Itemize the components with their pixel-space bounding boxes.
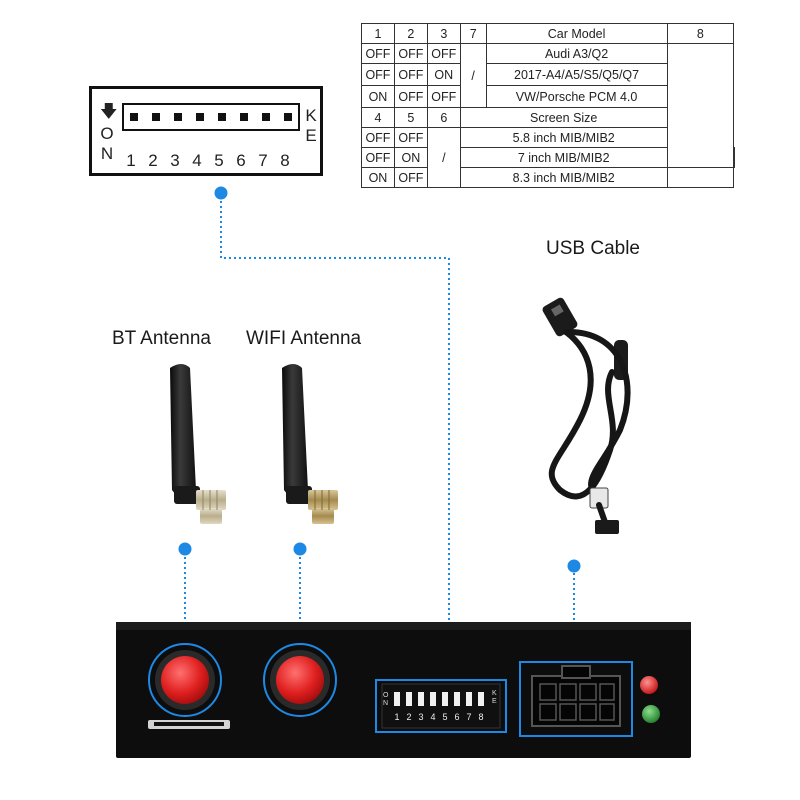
dip-number: 3 [170,151,180,170]
dip-slot-8 [284,113,292,121]
card-slot-opening [154,722,224,726]
dip-on-label-n: N [100,144,114,163]
cell: OFF [361,63,395,86]
dip-slot-2 [152,113,160,121]
dip-slot-3 [174,113,182,121]
dip-ke-label-k: K [305,106,317,125]
wifi-antenna-label: WIFI Antenna [246,328,362,349]
dip-ke-label-e: E [305,126,317,145]
dip-number: 6 [236,151,246,170]
header-cell: Screen Size [459,107,668,128]
cell: 2017-A4/A5/S5/Q5/Q7 [485,63,668,86]
device-dip-number: 5 [442,712,448,722]
device-dip-ke-label: KE [492,690,497,705]
bt-callout-dot [178,542,192,556]
bt-antenna-label: BT Antenna [112,328,211,349]
wifi-antenna-image [282,364,338,524]
device-connector [519,661,633,737]
cell: ON [426,63,461,86]
cell: / [459,43,487,108]
device-dip-switch [375,679,507,733]
dip-number: 2 [148,151,158,170]
cell: 7 inch MIB/MIB2 [459,147,668,168]
device-dip-number: 6 [454,712,460,722]
dip-switch-callout: 🡇 O N K E 1 2 3 4 5 6 7 8 [89,86,323,176]
device-dip-number: 7 [466,712,472,722]
callout-dots [178,186,581,573]
dip-number: 1 [126,151,136,170]
table-header-row: 4 5 6 Screen Size [361,107,735,128]
table-row: ON OFF 8.3 inch MIB/MIB2 [361,167,735,188]
cell-empty [666,167,735,188]
table-header-row: 1 2 3 7 Car Model 8 [361,23,735,44]
cell: Audi A3/Q2 [485,43,668,64]
car-model-table: 1 2 3 7 Car Model 8 OFF OFF OFF / Audi A… [361,23,735,188]
dip-callout-dot [214,186,228,200]
device-dip-number: 1 [394,712,400,722]
device-dip-number: 4 [430,712,436,722]
dip-slot-6 [240,113,248,121]
dip-slot-1 [130,113,138,121]
callout-lines [184,196,575,680]
usb-cable-label: USB Cable [546,238,640,259]
device-dip-on-label: ON [383,692,389,707]
usb-cable-image [542,297,631,534]
dip-number: 5 [214,151,224,170]
wifi-antenna-port [263,643,337,717]
cell: 8.3 inch MIB/MIB2 [459,167,668,188]
dip-arrow-icon: 🡇 [100,102,118,121]
dip-number: 4 [192,151,202,170]
cell: OFF [426,85,461,108]
bt-antenna-port [148,643,222,717]
bt-antenna-image [170,364,226,524]
cell-empty [666,43,735,168]
cell: / [426,127,461,188]
dip-slot-5 [218,113,226,121]
dip-callout-line [220,196,450,680]
green-led-indicator [642,705,660,723]
dip-number: 7 [258,151,268,170]
dip-slot-7 [262,113,270,121]
dip-switch-track [122,103,300,131]
wifi-callout-dot [293,542,307,556]
cell: OFF [393,43,428,64]
device-dip-number: 8 [478,712,484,722]
red-led-indicator [640,676,658,694]
table-row: ON OFF OFF VW/Porsche PCM 4.0 [361,85,735,108]
dip-number: 8 [280,151,290,170]
table-row: OFF OFF ON 2017-A4/A5/S5/Q5/Q7 [361,63,735,86]
table-row: OFF ON 7 inch MIB/MIB2 [361,147,735,168]
dip-on-label-o: O [100,124,114,143]
usb-callout-dot [567,559,581,573]
dip-slot-4 [196,113,204,121]
cell-empty [733,147,735,168]
cell: OFF [393,167,428,188]
device-dip-number: 2 [406,712,412,722]
device-dip-number: 3 [418,712,424,722]
